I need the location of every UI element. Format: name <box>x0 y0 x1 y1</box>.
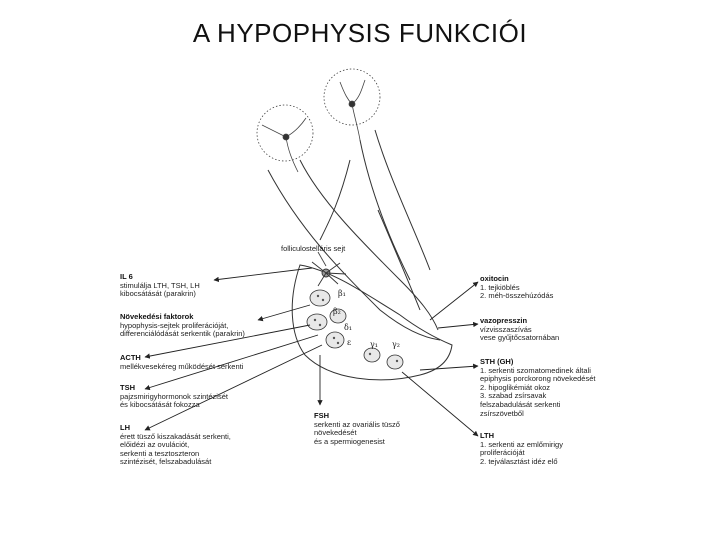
cell-delta1 <box>329 308 347 324</box>
neuron-dendrites-left <box>261 117 307 173</box>
arrow-sth <box>419 363 479 371</box>
cell-beta1 <box>309 289 331 307</box>
label-vasopressin: vazopresszin vízvisszaszívás vese gyűjtő… <box>480 316 560 343</box>
cell-dots <box>313 294 399 363</box>
arrow-growth-factors <box>257 304 311 322</box>
cell-gamma1 <box>363 347 381 363</box>
label-acth: ACTH mellékvesekéreg működését serkenti <box>120 353 244 371</box>
pituitary-stalk <box>267 129 441 341</box>
arrow-acth <box>144 324 311 359</box>
cell-label: γ₁ <box>370 340 378 349</box>
left-arrows <box>144 267 323 431</box>
label-lh: LH érett tüsző kiszakadását serkenti, el… <box>120 423 231 467</box>
label-oxytocin: oxitocin 1. tejkiöblés 2. méh-összehúzód… <box>480 274 554 301</box>
cell-label: γ₂ <box>392 340 400 349</box>
folliculostellate-label: folliculostelláris sejt <box>281 244 346 253</box>
nucleus-right <box>348 100 356 108</box>
neuron-body-left <box>256 104 314 162</box>
anterior-lobe-cells <box>306 289 404 370</box>
arrow-tsh <box>144 334 319 391</box>
label-growth-factors: Növekedési faktorok hypophysis-sejtek pr… <box>120 312 245 339</box>
neuron-body-right <box>323 68 381 126</box>
cell-label: β₂ <box>333 307 341 316</box>
cell-gamma2 <box>386 354 404 370</box>
folliculostellate-pointer <box>317 251 327 267</box>
neuron-dendrites-right <box>339 79 366 141</box>
label-lth: LTH 1. serkenti az emlőmirigy proliferác… <box>480 431 563 466</box>
arrow-lh <box>144 344 323 431</box>
cell-label: δ₁ <box>344 323 353 332</box>
label-fsh: FSH serkenti az ovariális tüsző növekedé… <box>314 411 400 446</box>
nucleus-left <box>282 133 290 141</box>
folliculostellate-cell <box>311 251 347 287</box>
label-sth: STH (GH) 1. serkenti szomatomedinek álta… <box>480 357 596 418</box>
arrow-lth <box>401 371 479 437</box>
label-tsh: TSH pajzsmirigyhormonok szintézisét és k… <box>120 383 228 410</box>
page-title: A HYPOPHYSIS FUNKCIÓI <box>192 18 528 48</box>
cell-beta2 <box>306 313 328 331</box>
arrow-il6 <box>213 267 313 283</box>
cell-epsilon <box>325 331 345 349</box>
label-il6: IL 6 stimulálja LTH, TSH, LH kibocsátásá… <box>120 272 200 299</box>
cell-label: β₁ <box>338 289 346 298</box>
cell-label: ε <box>347 338 352 347</box>
arrow-vasopressin <box>437 321 479 329</box>
right-arrows <box>401 281 479 437</box>
arrow-oxytocin <box>429 281 479 321</box>
hypothalamus-neurons <box>256 68 381 173</box>
